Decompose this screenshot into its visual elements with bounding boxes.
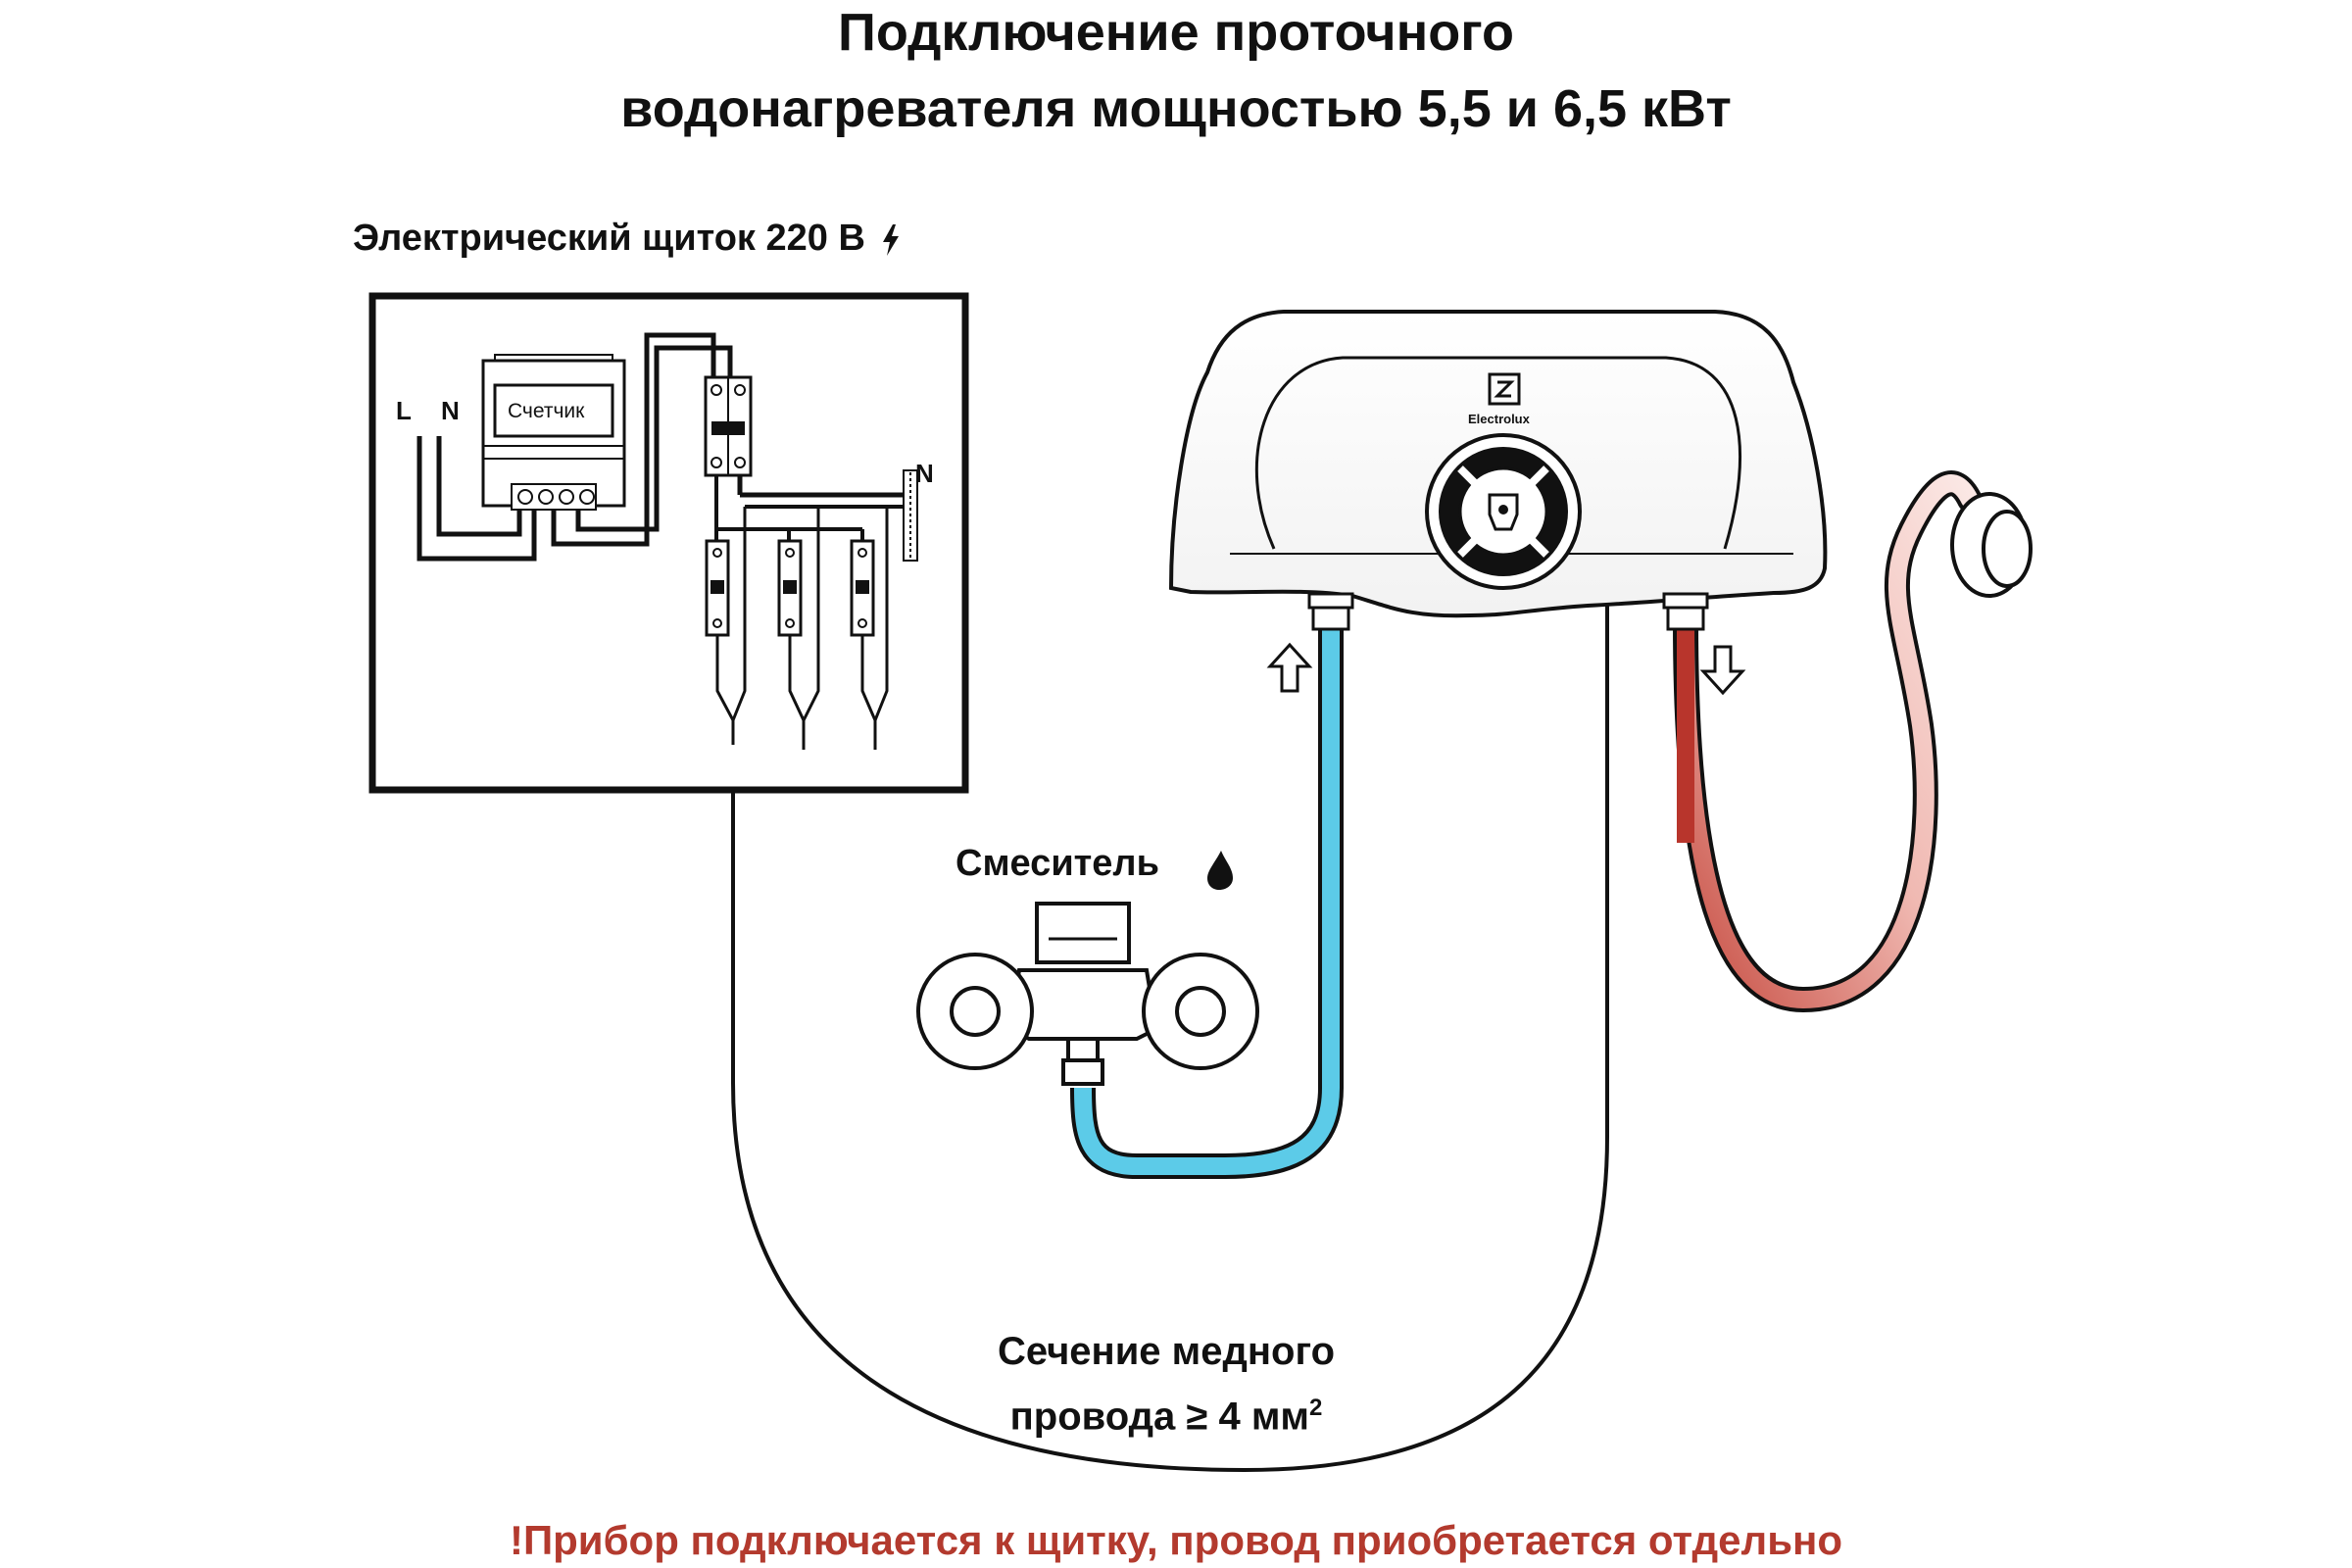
water-heater — [1168, 310, 1828, 631]
breaker-1 — [705, 539, 730, 637]
neutral-bus-label: N — [915, 459, 934, 488]
electric-meter — [481, 354, 626, 511]
power-cable — [731, 592, 1609, 1473]
panel-label-text: Электрический щиток 220 В — [353, 218, 865, 259]
shower-head — [1950, 492, 2033, 598]
mixer-faucet — [916, 902, 1259, 1086]
title-line-1: Подключение проточного — [838, 3, 1514, 62]
cold-water-pipe — [1070, 627, 1344, 1179]
mixer-label: Смеситель — [956, 843, 1159, 884]
breaker-2 — [777, 539, 803, 637]
brand-label: Electrolux — [1468, 412, 1530, 426]
lightning-icon — [875, 218, 900, 259]
wire-label-line-1: Сечение медного — [997, 1330, 1336, 1373]
breaker-3 — [850, 539, 875, 637]
electrolux-logo-icon — [1488, 372, 1521, 406]
water-drop-icon — [1207, 851, 1233, 890]
title-line-2: водонагревателя мощностью 5,5 и 6,5 кВт — [620, 79, 1732, 138]
wire-label-line-2-text: провода ≥ 4 мм — [1009, 1395, 1309, 1439]
meter-label: Счетчик — [508, 400, 585, 422]
wire-label-superscript: 2 — [1309, 1395, 1323, 1421]
electrical-panel — [368, 292, 969, 794]
wire-label-line-2: провода ≥ 4 мм2 — [941, 1380, 1392, 1445]
warning-text: !Прибор подключается к щитку, провод при… — [509, 1517, 1843, 1563]
diagram-title: Подключение проточного водонагревателя м… — [0, 0, 2352, 147]
label-L: L — [396, 396, 412, 425]
arrow-up-icon — [1266, 642, 1313, 693]
label-N: N — [441, 396, 460, 425]
panel-label: Электрический щиток 220 В — [353, 218, 900, 260]
main-breaker — [704, 375, 753, 477]
wire-section-label: Сечение медного провода ≥ 4 мм2 — [941, 1323, 1392, 1445]
arrow-down-icon — [1699, 645, 1746, 696]
